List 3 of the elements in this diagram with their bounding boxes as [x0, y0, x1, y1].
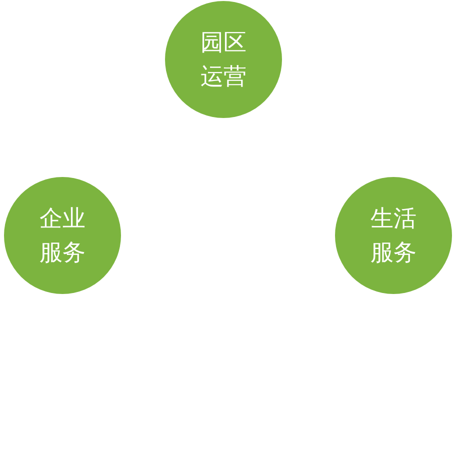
node-label: 园区运营 [200, 28, 248, 92]
node-label: 企业服务 [38, 204, 86, 268]
node-label: 生活服务 [370, 204, 418, 268]
